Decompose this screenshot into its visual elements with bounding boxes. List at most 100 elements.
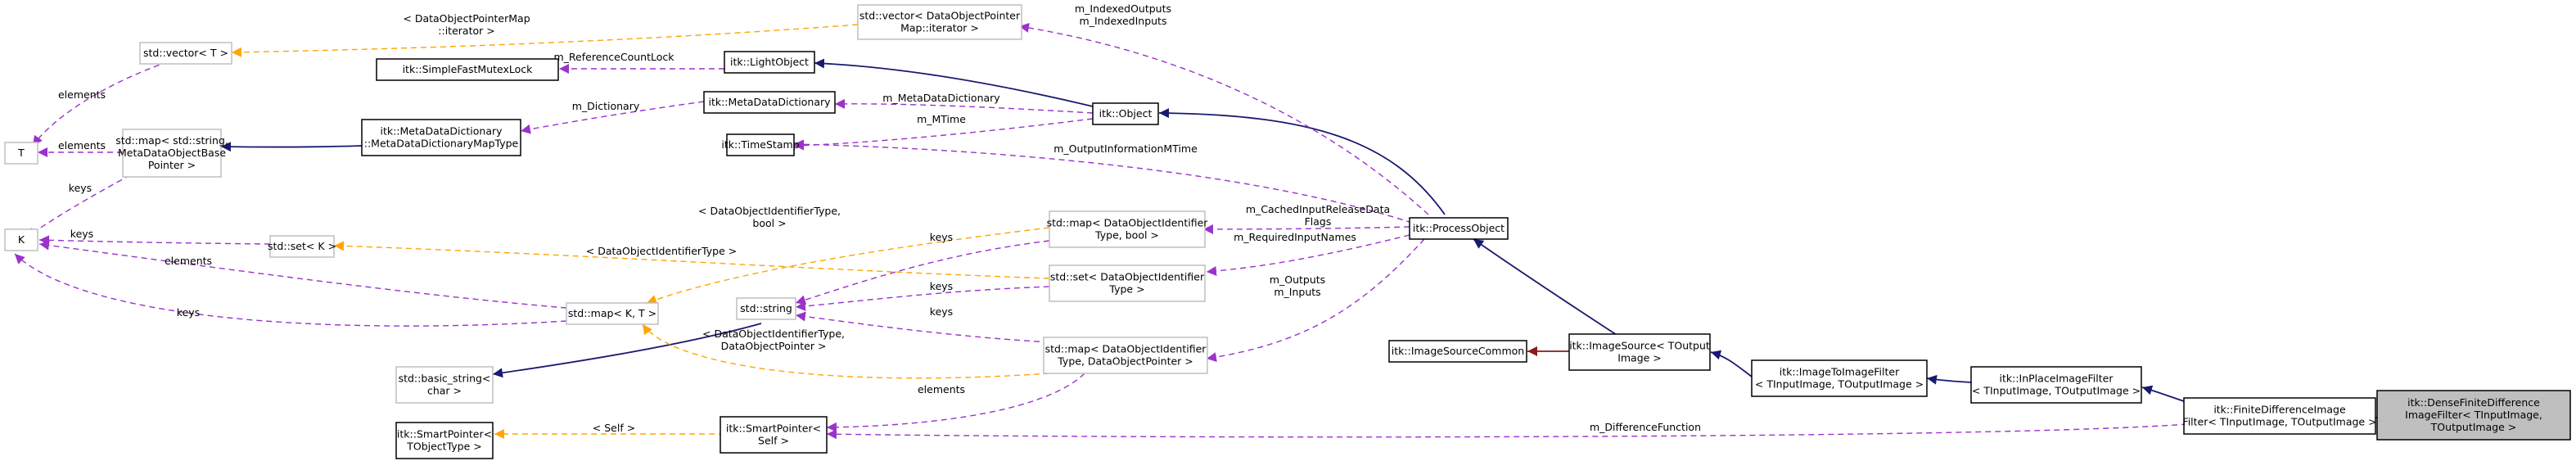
edge-setdoi-template xyxy=(333,241,1050,279)
class-node-basicstring[interactable]: std::basic_string<char > xyxy=(395,366,494,404)
edge-mapdop-keys xyxy=(795,311,1050,343)
class-node-map-bool[interactable]: std::map< DataObjectIdentifierType, bool… xyxy=(1047,210,1209,248)
class-node-inplace[interactable]: itk::InPlaceImageFilter< TInputImage, TO… xyxy=(1970,366,2142,404)
edge-stdstring-to-basicstring xyxy=(492,323,762,378)
edge-label-line: keys xyxy=(930,305,953,318)
edge-label: m_ReferenceCountLock xyxy=(554,51,675,63)
class-node-label: T xyxy=(17,147,25,159)
class-node-stdstring[interactable]: std::string xyxy=(736,297,796,320)
edge-label: elements xyxy=(165,255,212,267)
class-node-label: itk::ImageSourceCommon xyxy=(1392,345,1524,357)
edge-label-line: elements xyxy=(58,88,106,101)
class-node-timestamp[interactable]: itk::TimeStamp xyxy=(721,133,800,156)
class-node-smartptr-self[interactable]: itk::SmartPointer<Self > xyxy=(720,416,828,454)
class-node-vector-t[interactable]: std::vector< T > xyxy=(139,42,232,65)
class-node-label: K xyxy=(18,233,25,246)
class-node-set-doi[interactable]: std::set< DataObjectIdentifierType > xyxy=(1049,264,1206,302)
edge-label-line: m_DifferenceFunction xyxy=(1590,421,1701,433)
class-node-label: itk::SmartPointer< xyxy=(726,423,821,435)
class-node-box xyxy=(122,129,222,178)
edge-label: keys xyxy=(70,228,93,240)
class-node-box xyxy=(724,51,815,74)
edge-label-line: elements xyxy=(58,139,106,151)
class-node-label: < TInputImage, TOutputImage > xyxy=(1972,385,2141,397)
edge-label: m_MetaDataDictionary xyxy=(882,92,1000,104)
class-node-label: itk::SmartPointer< xyxy=(397,428,492,441)
class-node-label: itk::ImageSource< TOutput xyxy=(1569,340,1710,352)
edge-processobject-outputinfo xyxy=(793,139,1413,224)
edge-label-line: m_OutputInformationMTime xyxy=(1053,142,1198,155)
class-node-mutexlock[interactable]: itk::SimpleFastMutexLock xyxy=(376,58,559,81)
class-node-box xyxy=(1388,340,1527,363)
class-node-imagetoimage[interactable]: itk::ImageToImageFilter< TInputImage, TO… xyxy=(1751,359,1928,397)
class-node-imagesourcecommon[interactable]: itk::ImageSourceCommon xyxy=(1388,340,1527,363)
edge-label-line: bool > xyxy=(752,217,786,229)
class-node-box xyxy=(4,228,38,251)
class-node-label: Self > xyxy=(758,435,789,447)
edge-label-line: < Self > xyxy=(593,422,635,434)
class-node-t[interactable]: T xyxy=(4,142,38,165)
class-node-label: std::string xyxy=(740,302,792,314)
class-node-box xyxy=(2183,397,2376,435)
class-node-object[interactable]: itk::Object xyxy=(1092,102,1159,125)
class-node-box xyxy=(1970,366,2142,404)
edge-processobject-to-object xyxy=(1158,108,1446,215)
class-node-metadatadict[interactable]: itk::MetaDataDictionary xyxy=(703,91,836,114)
class-node-label: Type, DataObjectPointer > xyxy=(1057,355,1193,368)
class-node-box xyxy=(139,42,232,65)
edge-vectordop-template xyxy=(231,24,859,57)
class-node-map-kt[interactable]: std::map< K, T > xyxy=(566,302,659,325)
edge-label: m_OutputInformationMTime xyxy=(1053,142,1198,155)
class-node-set-k[interactable]: std::set< K > xyxy=(268,235,336,258)
class-node-box xyxy=(1751,359,1928,397)
class-node-box xyxy=(1092,102,1159,125)
class-node-label: std::vector< DataObjectPointer xyxy=(859,10,1021,22)
class-node-smartptr-obj[interactable]: itk::SmartPointer<TObjectType > xyxy=(395,422,494,459)
class-node-box xyxy=(395,366,494,404)
edge-label-line: ::iterator > xyxy=(438,25,494,37)
class-node-label: itk::FiniteDifferenceImage xyxy=(2213,404,2346,416)
edge-mapdop-elements xyxy=(826,373,1085,432)
class-node-box xyxy=(2376,390,2571,441)
edge-imagesource-to-processobject xyxy=(1473,238,1617,336)
edge-processobject-indexed xyxy=(1018,22,1429,215)
edge-label-line: m_MetaDataDictionary xyxy=(882,92,1000,104)
edge-inplace-to-imagetoimage xyxy=(1926,374,1972,385)
class-node-mdd-maptype[interactable]: itk::MetaDataDictionary::MetaDataDiction… xyxy=(361,119,521,156)
edge-label-line: < DataObjectPointerMap xyxy=(403,12,530,25)
edge-object-mtime xyxy=(793,118,1094,151)
edge-label: m_DifferenceFunction xyxy=(1590,421,1701,433)
class-node-box xyxy=(4,142,38,165)
class-node-label: itk::MetaDataDictionary xyxy=(380,125,503,138)
edge-label-line: m_Outputs xyxy=(1270,273,1325,286)
edge-label-line: < DataObjectIdentifierType, xyxy=(702,328,845,340)
class-node-lightobject[interactable]: itk::LightObject xyxy=(724,51,815,74)
class-node-imagesource[interactable]: itk::ImageSource< TOutputImage > xyxy=(1568,333,1711,371)
class-node-map-dop[interactable]: std::map< DataObjectIdentifierType, Data… xyxy=(1043,337,1208,374)
class-node-label: itk::TimeStamp xyxy=(721,138,799,151)
class-node-vector-dop[interactable]: std::vector< DataObjectPointerMap::itera… xyxy=(857,4,1022,40)
edge-label-line: keys xyxy=(177,306,200,319)
class-node-box xyxy=(566,302,659,325)
class-node-box xyxy=(1049,210,1206,248)
class-node-processobject[interactable]: itk::ProcessObject xyxy=(1409,217,1509,240)
edge-label: < DataObjectPointerMap::iterator > xyxy=(403,12,530,37)
edge-label-line: m_Dictionary xyxy=(572,100,640,112)
edge-label: keys xyxy=(930,231,953,243)
edge-label: m_Dictionary xyxy=(572,100,640,112)
edge-label-line: keys xyxy=(930,231,953,243)
class-node-label: TOutputImage > xyxy=(2430,421,2517,433)
edge-label: < DataObjectIdentifierType,DataObjectPoi… xyxy=(702,328,845,352)
edge-label-line: m_Inputs xyxy=(1274,286,1320,298)
class-node-label: itk::MetaDataDictionary xyxy=(708,96,831,108)
edge-label: keys xyxy=(69,182,92,194)
edge-processobject-outputs xyxy=(1206,238,1425,363)
class-node-box xyxy=(395,422,494,459)
class-node-k[interactable]: K xyxy=(4,228,38,251)
class-node-map-string[interactable]: std::map< std::string,MetaDataObjectBase… xyxy=(115,129,228,178)
class-node-label: char > xyxy=(427,385,462,397)
